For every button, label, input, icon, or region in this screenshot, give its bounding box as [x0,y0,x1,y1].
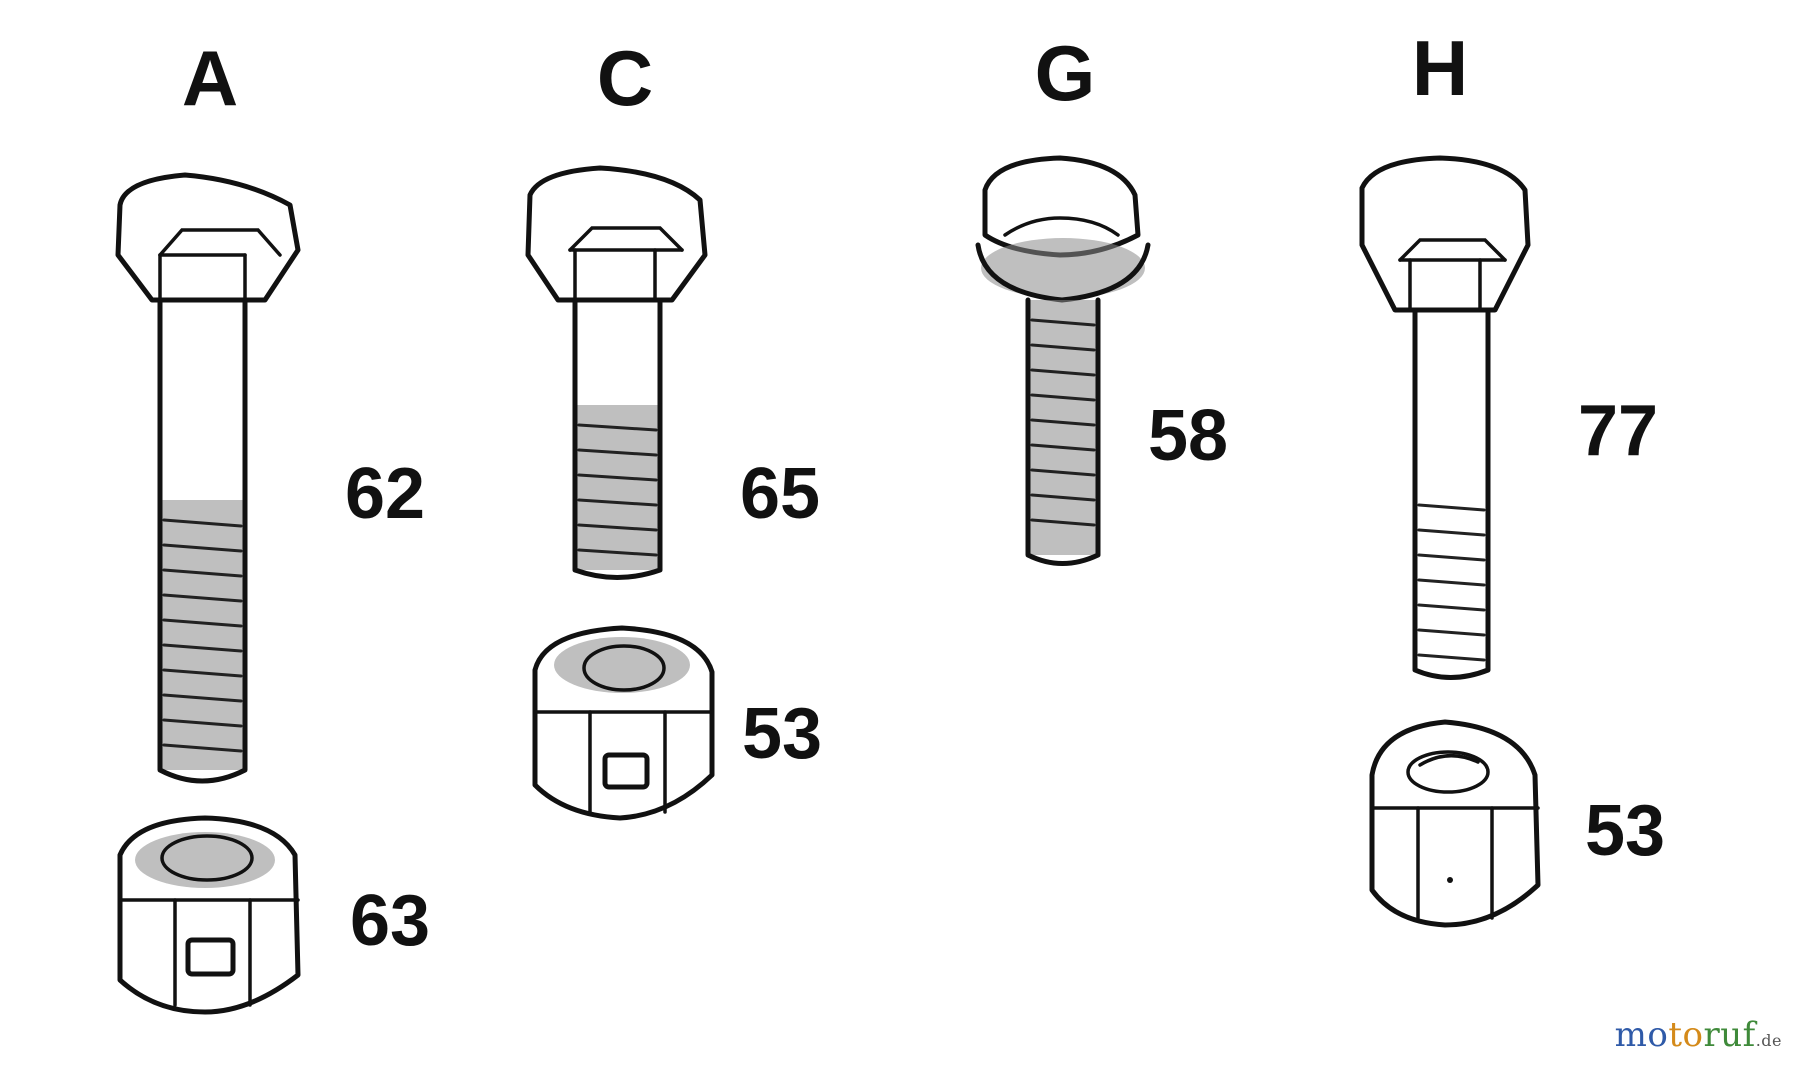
group-label-g: G [1035,29,1096,117]
part-number-label: 77 [1578,391,1658,471]
part-number-label: 62 [345,454,425,534]
group-label-c: C [597,34,653,122]
group-g: G [975,29,1228,566]
bolt-head [115,172,301,303]
bolt-thread [1025,297,1101,566]
part-number-label: 53 [742,694,822,774]
bolt-shank [1412,307,1491,680]
thread-lines [1030,318,1096,527]
bolt-head [525,165,708,303]
group-label-a: A [182,34,238,122]
hex-bolt-62 [115,172,301,784]
hex-bolt-65 [525,165,708,580]
group-a: A [115,34,430,1015]
group-label-h: H [1412,24,1468,112]
lock-nut-53 [532,625,715,821]
bolt-thread [572,402,663,580]
flange-bolt-58 [975,155,1151,566]
lock-nut-53 [1369,719,1541,928]
bolt-shank [572,297,663,408]
nut-body [1369,719,1541,928]
bolt-head [1359,155,1531,313]
watermark-logo: motoruf.de [1614,1015,1782,1055]
part-number-label: 63 [350,881,430,961]
hex-bolt-77 [1359,155,1531,680]
part-number-label: 53 [1585,791,1665,871]
thread-lines [1417,503,1486,662]
thread-lines [162,518,243,753]
nut-body [532,625,715,821]
part-number-label: 65 [740,454,820,534]
lock-nut-63 [117,815,301,1015]
group-c: C 65 [525,34,822,821]
part-number-label: 58 [1148,396,1228,476]
bolt-shank [157,297,248,503]
nut-body [117,815,301,1015]
group-h: H 77 [1359,24,1665,928]
thread-lines [577,423,658,557]
bolt-thread [157,497,248,784]
